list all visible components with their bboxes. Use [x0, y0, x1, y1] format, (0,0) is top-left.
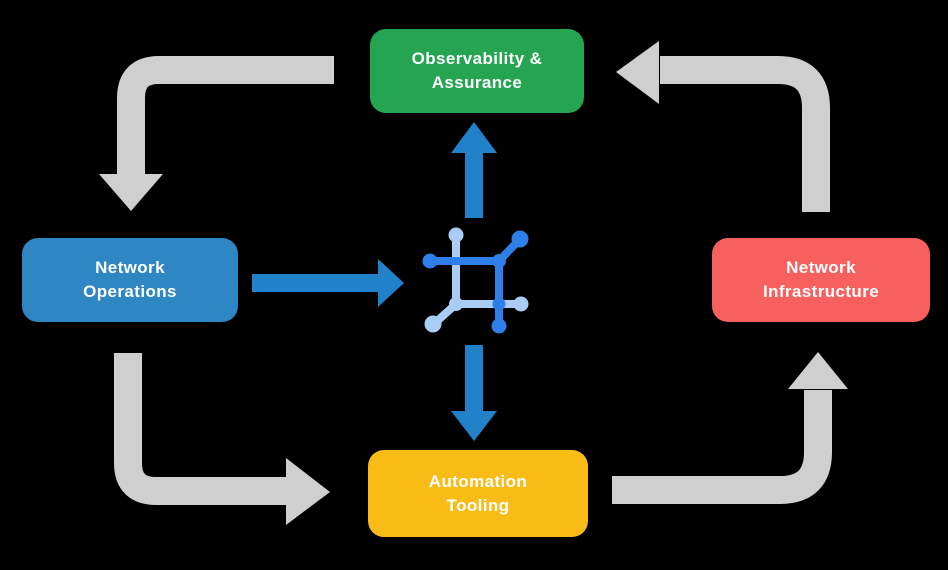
node-network-operations-label: Network Operations: [83, 258, 177, 301]
network-platform-icon: [422, 227, 529, 334]
arrow-observability-to-operations: [99, 56, 334, 211]
node-network-infrastructure: Network Infrastructure: [712, 238, 930, 322]
node-observability-assurance-label: Observability & Assurance: [411, 49, 543, 92]
arrow-platform-to-observability: [451, 122, 497, 218]
arrow-automation-to-infrastructure: [612, 352, 848, 504]
arrow-operations-to-platform: [252, 259, 404, 307]
arrow-operations-to-automation: [114, 353, 330, 525]
arrow-infrastructure-to-observability: [616, 41, 830, 212]
arrow-platform-to-automation: [451, 345, 497, 441]
node-network-infrastructure-label: Network Infrastructure: [762, 258, 880, 301]
node-observability-assurance: Observability & Assurance: [370, 29, 584, 113]
node-automation-tooling-label: Automation Tooling: [428, 471, 528, 515]
node-network-operations: Network Operations: [22, 238, 238, 322]
node-automation-tooling: Automation Tooling: [368, 450, 588, 537]
